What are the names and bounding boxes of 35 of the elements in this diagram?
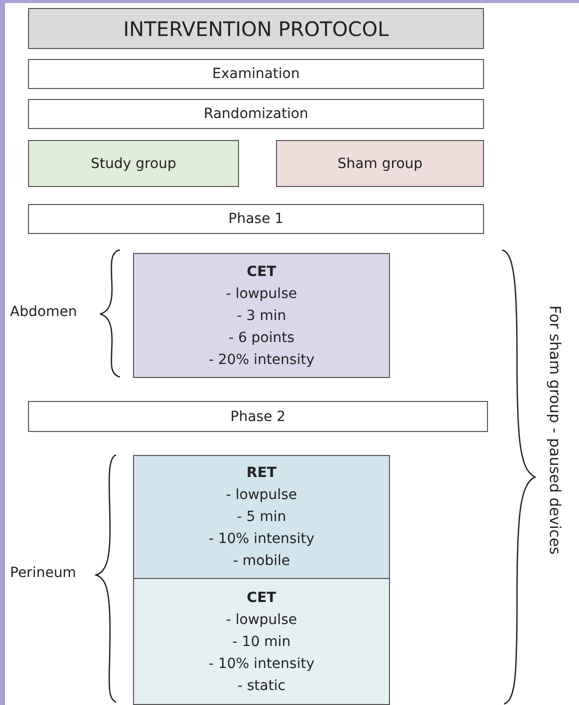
region-label: Perineum [10, 565, 76, 581]
treatment-box [133, 578, 390, 705]
box-label: Examination [212, 65, 300, 84]
process-box [28, 99, 484, 129]
list-item: - lowpulse [226, 284, 297, 304]
region-label: Abdomen [10, 304, 78, 320]
list-item: - 20% intensity [208, 350, 314, 370]
list-item: - 10% intensity [208, 654, 314, 674]
side-note: For sham group - paused devices [546, 305, 564, 555]
phase-box [28, 204, 484, 234]
title-box [28, 8, 484, 49]
list-item: - mobile [233, 552, 290, 571]
list-item: - static [238, 676, 286, 696]
list-item: - 5 min [236, 508, 286, 527]
box-label: Phase 1 [228, 210, 284, 229]
group-box [276, 140, 484, 187]
box-label: Phase 2 [230, 408, 286, 426]
treatment-box [133, 253, 390, 378]
treatment-box [133, 455, 390, 579]
box-heading: CET [246, 262, 276, 282]
box-label: INTERVENTION PROTOCOL [123, 18, 389, 40]
box-label: Study group [90, 154, 176, 174]
box-heading: RET [246, 464, 276, 483]
list-item: - 3 min [236, 306, 286, 326]
phase-box [28, 401, 488, 432]
group-box [28, 140, 239, 187]
box-label: Sham group [337, 154, 423, 174]
list-item: - 10% intensity [208, 530, 314, 549]
box-label: Randomization [204, 105, 308, 124]
box-heading: CET [246, 588, 276, 608]
list-item: - lowpulse [226, 486, 297, 505]
list-item: - lowpulse [226, 610, 297, 630]
process-box [28, 59, 484, 89]
list-item: - 6 points [228, 328, 294, 348]
list-item: - 10 min [232, 632, 291, 652]
